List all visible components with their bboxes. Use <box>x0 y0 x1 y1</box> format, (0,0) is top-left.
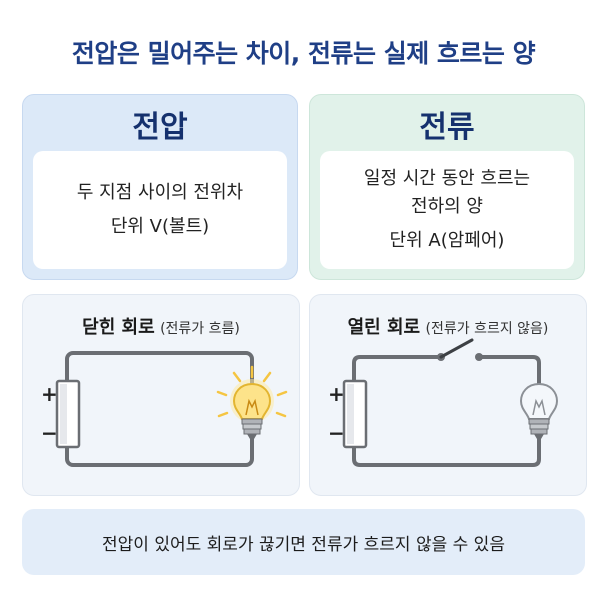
closed-circuit-panel: 닫힌 회로 (전류가 흐름) + − <box>22 294 300 496</box>
voltage-definition: 두 지점 사이의 전위차 <box>76 182 244 204</box>
voltage-unit: 단위 V(볼트) <box>110 216 210 237</box>
battery-icon <box>55 379 81 449</box>
closed-circuit-title: 닫힌 회로 (전류가 흐름) <box>23 313 299 339</box>
open-minus-sign: − <box>328 421 345 445</box>
open-plus-sign: + <box>328 382 345 406</box>
open-switch-icon <box>437 338 483 361</box>
footer-note: 전압이 있어도 회로가 끊기면 전류가 흐르지 않을 수 있음 <box>22 509 585 575</box>
current-definition-line2: 전하의 양 <box>411 196 483 218</box>
current-card: 전류 일정 시간 동안 흐르는 전하의 양 단위 A(암페어) <box>309 94 585 280</box>
current-body: 일정 시간 동안 흐르는 전하의 양 단위 A(암페어) <box>320 151 574 269</box>
voltage-heading: 전압 <box>132 110 188 145</box>
open-circuit-diagram: + − <box>328 338 559 467</box>
page-title: 전압은 밀어주는 차이, 전류는 실제 흐르는 양 <box>71 39 536 68</box>
closed-circuit-note: (전류가 흐름) <box>160 321 240 337</box>
closed-circuit-label: 닫힌 회로 <box>82 317 155 338</box>
open-circuit-panel: 열린 회로 (전류가 흐르지 않음) + − <box>309 294 587 496</box>
closed-plus-sign: + <box>41 382 58 406</box>
battery-icon <box>342 379 368 449</box>
closed-minus-sign: − <box>41 421 58 445</box>
voltage-card: 전압 두 지점 사이의 전위차 단위 V(볼트) <box>22 94 298 280</box>
current-definition-line1: 일정 시간 동안 흐르는 <box>363 168 531 190</box>
open-circuit-wire <box>352 355 541 467</box>
current-heading: 전류 <box>419 110 475 145</box>
open-circuit-label: 열린 회로 <box>347 317 421 338</box>
voltage-body: 두 지점 사이의 전위차 단위 V(볼트) <box>33 151 287 269</box>
current-unit: 단위 A(암페어) <box>389 229 505 251</box>
open-circuit-note: (전류가 흐르지 않음) <box>425 321 549 337</box>
unlit-bulb-icon <box>519 382 559 439</box>
open-circuit-title: 열린 회로 (전류가 흐르지 않음) <box>310 313 586 339</box>
lit-bulb-icon <box>216 365 288 439</box>
closed-circuit-diagram: + − <box>41 351 288 467</box>
closed-circuit-wire <box>65 351 254 467</box>
